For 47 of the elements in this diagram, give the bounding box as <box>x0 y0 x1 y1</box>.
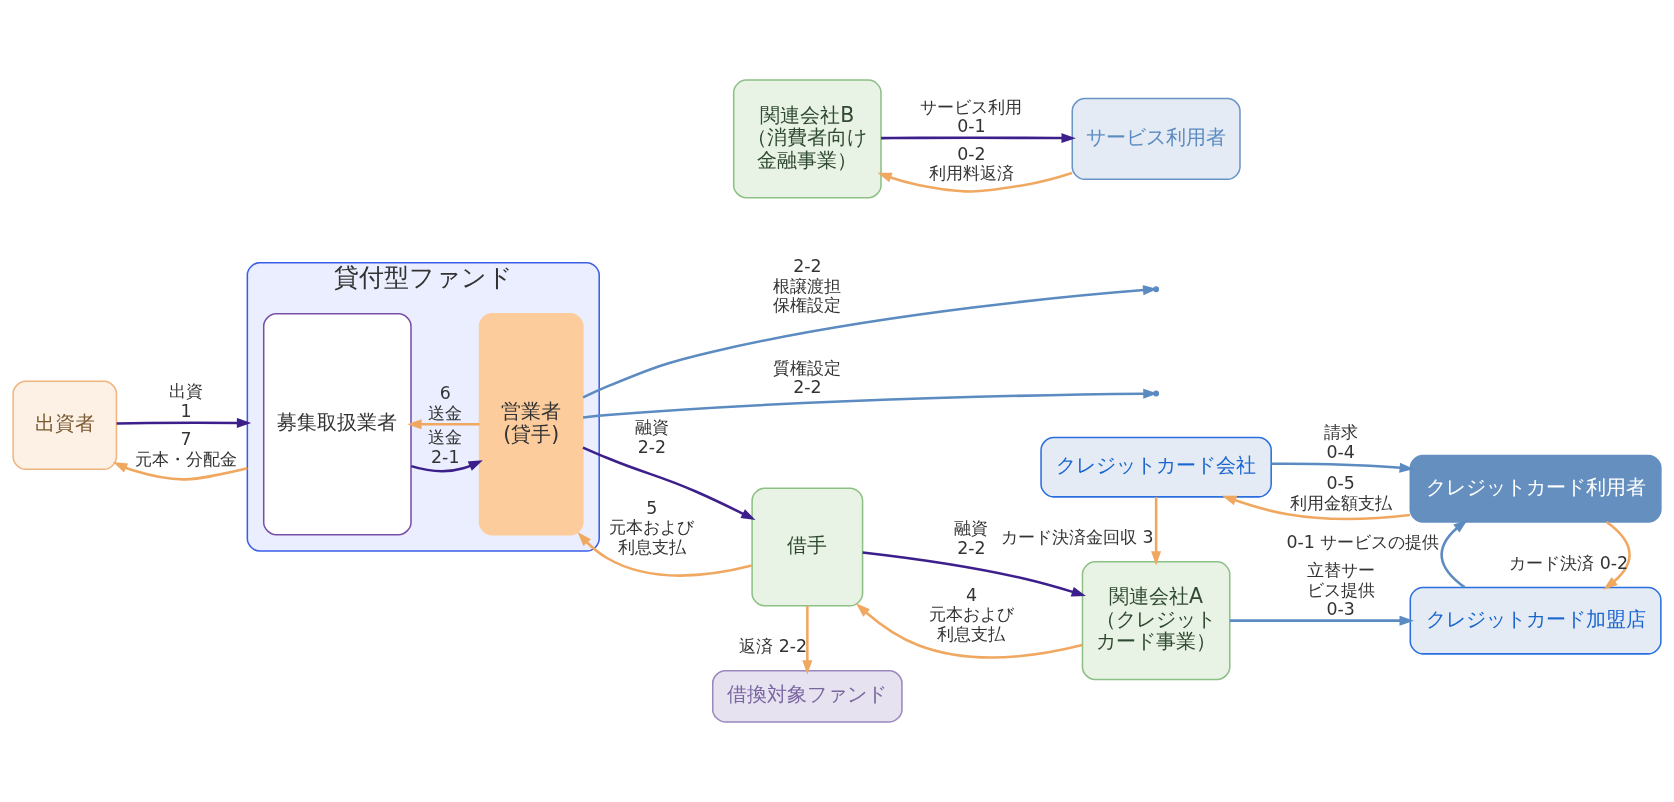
arrow <box>1271 462 1414 473</box>
node-box: 関連会社B（消費者向け金融事業） <box>732 79 882 199</box>
edge-label: 送金 2-1 <box>428 427 463 467</box>
edge-label: 質権設定 2-2 <box>773 357 842 398</box>
node-box: 借手 <box>751 487 864 607</box>
node-box: クレジットカード加盟店 <box>1409 586 1662 655</box>
edge-label: 0-2 利用料返済 <box>929 143 1014 184</box>
arrow <box>116 417 252 428</box>
edge-label: カード決済金回収 3 <box>1001 527 1154 548</box>
edge-label: 請求 0-4 <box>1323 422 1358 462</box>
arrow <box>881 133 1076 144</box>
arrow <box>855 603 1083 659</box>
node-box: 募集取扱業者 <box>262 313 412 536</box>
arrow <box>407 419 480 430</box>
arrow <box>802 605 813 675</box>
arrow <box>577 532 753 577</box>
edge-label: サービス利用 0-1 <box>920 96 1023 137</box>
edge-label: 5 元本および利息支払 <box>609 497 695 557</box>
edge-label: 返済 2-2 <box>739 636 808 657</box>
arrow <box>582 446 756 521</box>
arrow <box>113 462 248 481</box>
arrow <box>862 551 1086 597</box>
edge-label: 出資 1 <box>168 381 203 421</box>
edge-label: 0-5 利用金額支払 <box>1289 473 1392 513</box>
edge-label: 4 元本および利息支払 <box>929 584 1014 644</box>
node-box: クレジットカード利用者 <box>1409 454 1662 523</box>
edge-label: 6 送金 <box>428 383 463 423</box>
edge-label: 融資 2-2 <box>634 417 669 457</box>
edge-label: 0-1 サービスの提供 <box>1286 532 1440 553</box>
node-box: サービス利用者 <box>1071 97 1241 181</box>
node-box: 営業者 (貸手) <box>478 313 584 536</box>
node-box: クレジットカード会社 <box>1040 436 1272 498</box>
node-box: 借換対象ファンド <box>711 670 903 723</box>
node-box: 出資者 <box>12 380 118 471</box>
arrow <box>1440 519 1468 589</box>
edge-label: 7 元本・分配金 <box>134 429 237 469</box>
edge-label: 2-2 根譲渡担保権設定 <box>773 256 842 316</box>
edge-label: カード決済 0-2 <box>1509 553 1629 574</box>
edge-label: 立替サービス提供 0-3 <box>1306 560 1375 620</box>
arrow <box>410 460 483 473</box>
node-box: 関連会社A（クレジットカード事業） <box>1081 561 1231 681</box>
arrow <box>1222 495 1411 521</box>
arrow <box>1603 521 1631 590</box>
arrow <box>877 171 1073 193</box>
arrow <box>1151 497 1162 566</box>
edge-label: 融資 2-2 <box>954 518 989 558</box>
arrow <box>1229 615 1414 626</box>
